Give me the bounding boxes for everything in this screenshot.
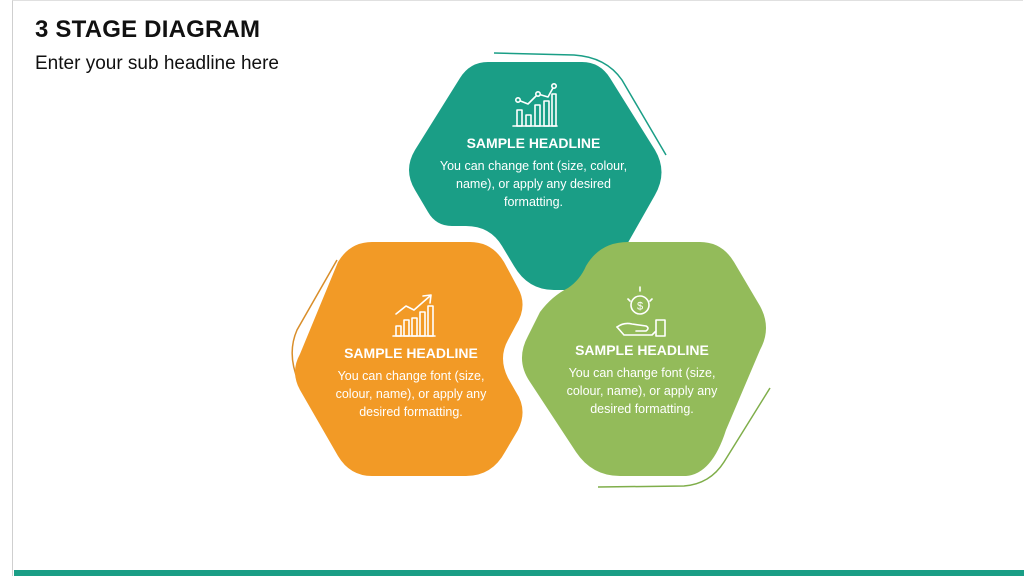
left-stage-body: You can change font (size, colour, name)… xyxy=(335,369,487,419)
top-stage-text: SAMPLE HEADLINE You can change font (siz… xyxy=(426,134,641,211)
slide-subtitle: Enter your sub headline here xyxy=(35,53,279,74)
bottom-accent-bar xyxy=(14,570,1024,576)
left-stage-headline: SAMPLE HEADLINE xyxy=(344,345,478,361)
growth-chart-arrow-icon xyxy=(392,294,436,337)
left-stage-text: SAMPLE HEADLINE You can change font (siz… xyxy=(326,344,496,421)
top-stage-headline: SAMPLE HEADLINE xyxy=(466,135,601,151)
top-stage-outline-arc xyxy=(493,52,667,156)
right-stage-headline: SAMPLE HEADLINE xyxy=(575,342,709,358)
money-hand-icon: $ xyxy=(616,286,666,337)
slide-title: 3 STAGE DIAGRAM xyxy=(35,16,261,43)
right-stage-body: You can change font (size, colour, name)… xyxy=(566,366,718,416)
slide-frame xyxy=(12,0,1023,576)
left-stage-shape xyxy=(295,242,523,476)
right-stage-outline-arc xyxy=(597,387,771,488)
right-stage-shape xyxy=(521,242,766,476)
top-stage-body: You can change font (size, colour, name)… xyxy=(439,159,628,209)
bar-chart-line-icon xyxy=(512,83,558,127)
svg-text:$: $ xyxy=(637,301,643,313)
right-stage-text: SAMPLE HEADLINE You can change font (siz… xyxy=(553,341,731,418)
top-stage-shape xyxy=(409,62,662,290)
